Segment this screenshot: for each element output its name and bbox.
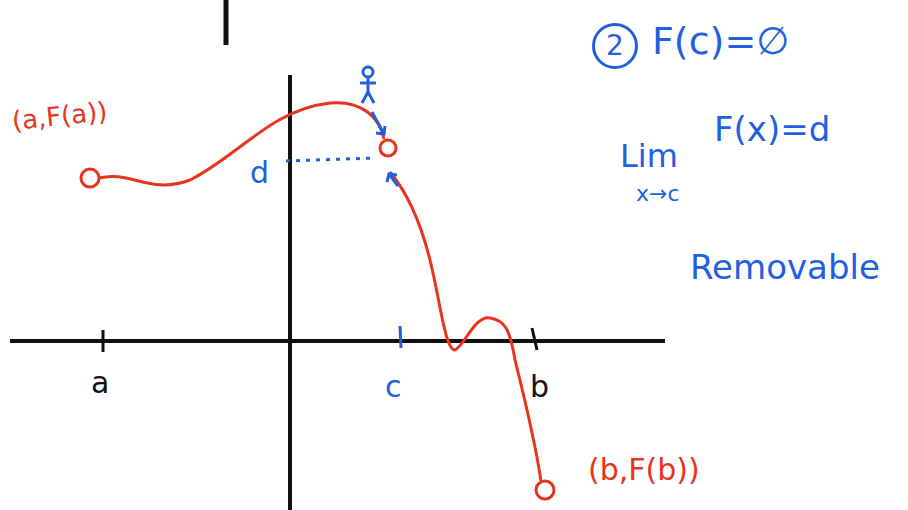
tick-b [532,328,537,350]
note-text: Removable [690,250,880,284]
limit-subscript: x→c [636,183,680,205]
limit-value: F(x)=d [714,112,830,146]
dotted-guide [286,158,376,161]
point-label: (b,F(b)) [588,455,700,485]
limit-text: Lim [620,140,678,172]
axis-label: a [91,368,109,398]
stick-figure [360,67,398,186]
equation-text: F(c)=∅ [652,22,789,60]
axis-label: d [250,158,269,188]
function-curve [99,103,384,185]
tick-a [102,330,105,352]
hole [380,140,396,156]
x-axis [10,339,665,343]
function-curve [390,172,541,481]
open-endpoint [536,481,554,499]
y-axis [288,75,292,510]
open-endpoint [81,169,99,187]
stray-mark [224,0,229,45]
axis-label: b [530,372,549,402]
circled-number: 2 [592,23,638,69]
tick-c [400,326,401,348]
axis-label: c [385,372,402,402]
point-label: (a,F(a)) [11,98,109,134]
step-number: 2 [606,32,624,60]
